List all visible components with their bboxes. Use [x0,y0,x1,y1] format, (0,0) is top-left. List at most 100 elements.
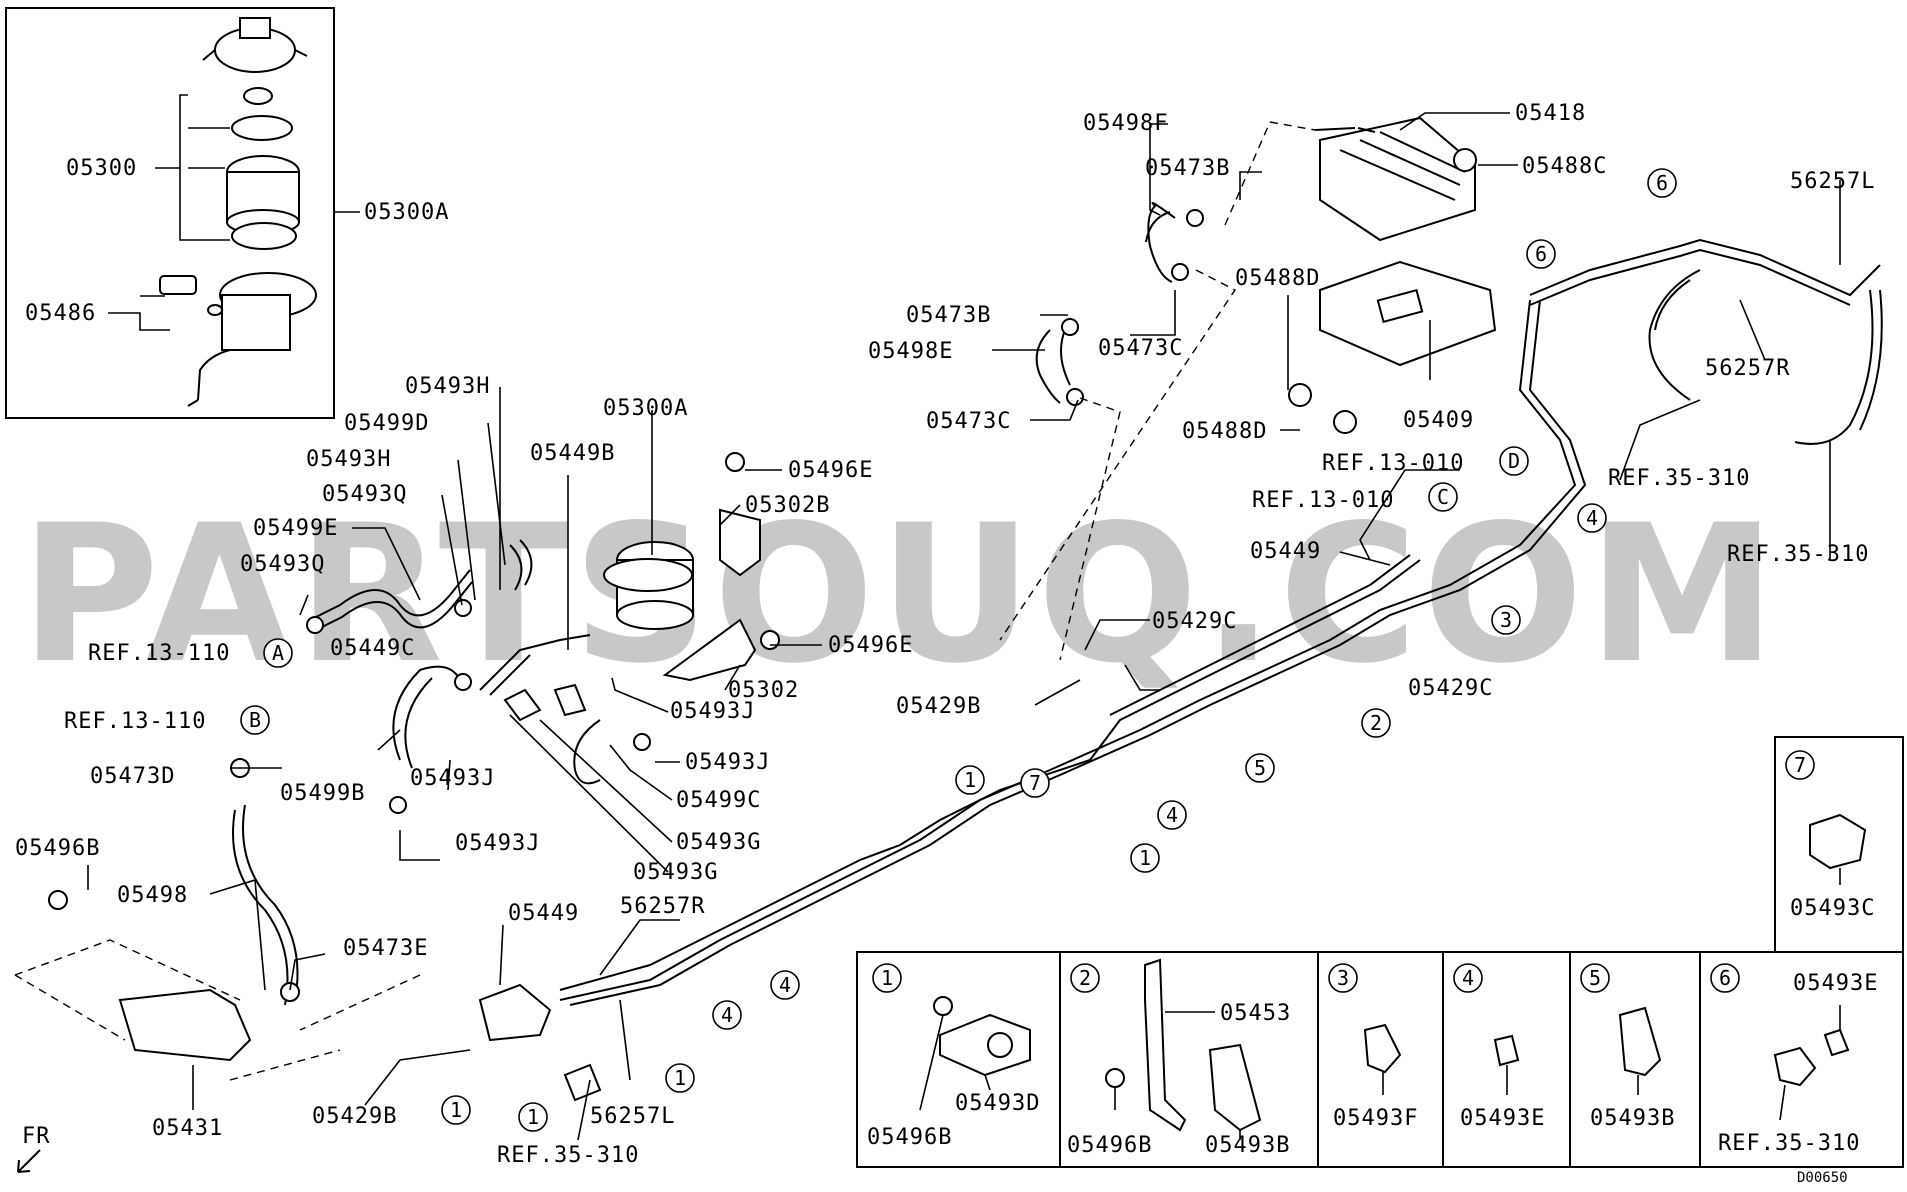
detail-2: 2 05453 05496B 05493B [1067,958,1291,1158]
label-05488d-2: 05488D [1182,419,1267,444]
callout-7: 7 [1020,768,1050,798]
label-05493b-box2: 05493B [1205,1133,1290,1158]
callout-4a: 4 [1577,503,1607,533]
label-05493c: 05493C [1790,896,1875,921]
ref-35-310-a: REF.35-310 [1608,466,1750,491]
svg-text:4: 4 [1462,966,1474,990]
clamp-05493b-box2-part [1208,1043,1262,1132]
nut-05488c [1453,148,1477,172]
fuel-main-line [559,299,1587,1006]
label-05499c: 05499C [676,788,761,813]
label-05429c-2: 05429C [1408,676,1493,701]
bracket-05453-part [1144,958,1187,1132]
hose-05498f-part [1145,202,1176,283]
ref-35-310-c: REF.35-310 [497,1143,639,1168]
clamp-05493j-2 [633,733,651,751]
hose-56257r-part [1648,269,1701,401]
bolt-05496b-box1 [933,996,953,1016]
label-05496b-box1: 05496B [867,1125,952,1150]
o-ring-small [243,87,273,105]
callout-1e: 1 [518,1102,548,1132]
filter-cap-part [202,17,308,73]
label-05449b: 05449B [530,441,615,466]
label-05300: 05300 [66,156,137,181]
label-05418: 05418 [1515,101,1586,126]
clamp-05493j-1 [454,673,472,691]
clip-05493e-part [1493,1034,1520,1067]
svg-text:2: 2 [1370,711,1382,735]
fr-indicator: FR [17,1124,50,1173]
detail-4: 4 05493E [1453,963,1544,1131]
label-05493h-1: 05493H [405,374,490,399]
bracket-05302b-part [719,508,761,577]
clamp-05493q [306,616,324,634]
label-05493d: 05493D [955,1091,1040,1116]
clip-05493e-box6-part [1823,1028,1850,1057]
hose-05499e-part [309,569,471,621]
svg-text:6: 6 [1719,966,1731,990]
svg-text:1: 1 [450,1098,462,1122]
filter-05300a-main-part [603,541,694,630]
detail-boxes: 7 05493C 1 05496B 05493D 2 05453 05496B [856,736,1904,1168]
label-05431: 05431 [152,1116,223,1141]
bolt-05496e-1 [725,452,745,472]
label-05473d: 05473D [90,764,175,789]
clamp-05473c-2 [1066,388,1084,406]
callout-a: A [263,638,293,668]
svg-text:A: A [272,641,284,665]
callout-6b: 6 [1526,239,1556,269]
label-05449-bot: 05449 [508,901,579,926]
label-05453: 05453 [1220,1001,1291,1026]
ref-35-310-box6: REF.35-310 [1718,1131,1860,1156]
label-05493h-2: 05493H [306,447,391,472]
callout-4b: 4 [1157,800,1187,830]
label-05429b-top: 05429B [896,694,981,719]
callouts: A B C D 1 1 1 1 1 2 3 4 4 4 4 5 6 6 7 [240,168,1677,1132]
callout-1c: 1 [665,1063,695,1093]
label-56257l-top: 56257L [1790,169,1875,194]
detail-7: 7 05493C [1785,750,1875,921]
label-05493q-1: 05493Q [322,482,407,507]
svg-text:7: 7 [1029,771,1041,795]
svg-text:1: 1 [674,1066,686,1090]
clamp-05493j-3 [389,796,407,814]
label-05429b-bot: 05429B [312,1104,397,1129]
label-05493e-box6: 05493E [1793,971,1878,996]
label-05496b-box2: 05496B [1067,1133,1152,1158]
label-05409: 05409 [1403,408,1474,433]
leader-05300 [155,94,230,241]
clip-05493c-part [1809,813,1867,870]
svg-text:1: 1 [964,768,976,792]
detail-5: 5 05493B [1580,963,1674,1131]
label-05493j-4: 05493J [455,831,540,856]
clamp-05493d-part [939,1013,1031,1077]
clamp-05473b-2 [1061,318,1079,336]
label-05493g-1: 05493G [676,830,761,855]
pipe-05449c-part [479,634,591,696]
bolt-05496b-left [48,890,68,910]
label-05498e: 05498E [868,339,953,364]
label-56257r-bot: 56257R [620,894,705,919]
label-05493f: 05493F [1333,1106,1418,1131]
label-05449-top: 05449 [1250,539,1321,564]
ref-13-010-a: REF.13-010 [1322,451,1464,476]
svg-text:4: 4 [1166,803,1178,827]
hose-56257l-part [1794,289,1883,445]
hose-05499c-part [573,719,601,785]
callout-1b: 1 [1130,843,1160,873]
bracket-05302-part [662,618,757,682]
hose-05498-part [232,804,299,1006]
label-05493j-1: 05493J [670,699,755,724]
joint-05449-part [478,983,552,1042]
hose-05499e-outline [311,581,473,633]
detail-box-dividers [1059,952,1701,1167]
label-05302b: 05302B [745,493,830,518]
svg-text:4: 4 [779,973,791,997]
svg-text:3: 3 [1500,608,1512,632]
callout-3: 3 [1491,605,1521,635]
ref-13-110-b: REF.13-110 [64,709,206,734]
label-05493q-2: 05493Q [240,552,325,577]
clamp-05473b-1 [1186,209,1204,227]
